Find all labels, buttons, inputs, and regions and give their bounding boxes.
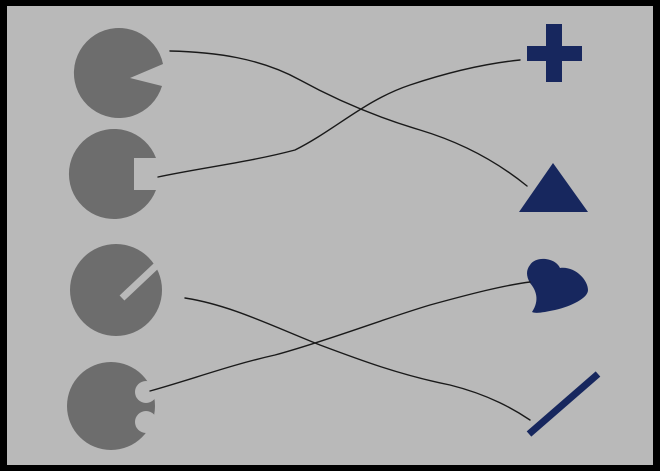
plus-icon xyxy=(527,24,582,82)
connector-l4-r3 xyxy=(149,281,531,392)
triangle-icon xyxy=(519,163,588,212)
connectors xyxy=(149,50,531,421)
circle-with-square-notch-icon xyxy=(68,129,156,220)
heart-icon xyxy=(527,258,588,313)
right-shapes xyxy=(519,24,601,437)
connector-l3-r4 xyxy=(184,297,531,421)
circle-with-wedge-cut-icon xyxy=(73,28,163,119)
circle-with-double-notch-icon xyxy=(67,362,157,450)
connector-l2-r1 xyxy=(157,59,521,178)
slash-line-icon xyxy=(526,371,601,437)
circle-with-slit-icon xyxy=(70,244,162,336)
left-shapes xyxy=(67,28,163,450)
connector-l1-r2 xyxy=(169,50,528,187)
